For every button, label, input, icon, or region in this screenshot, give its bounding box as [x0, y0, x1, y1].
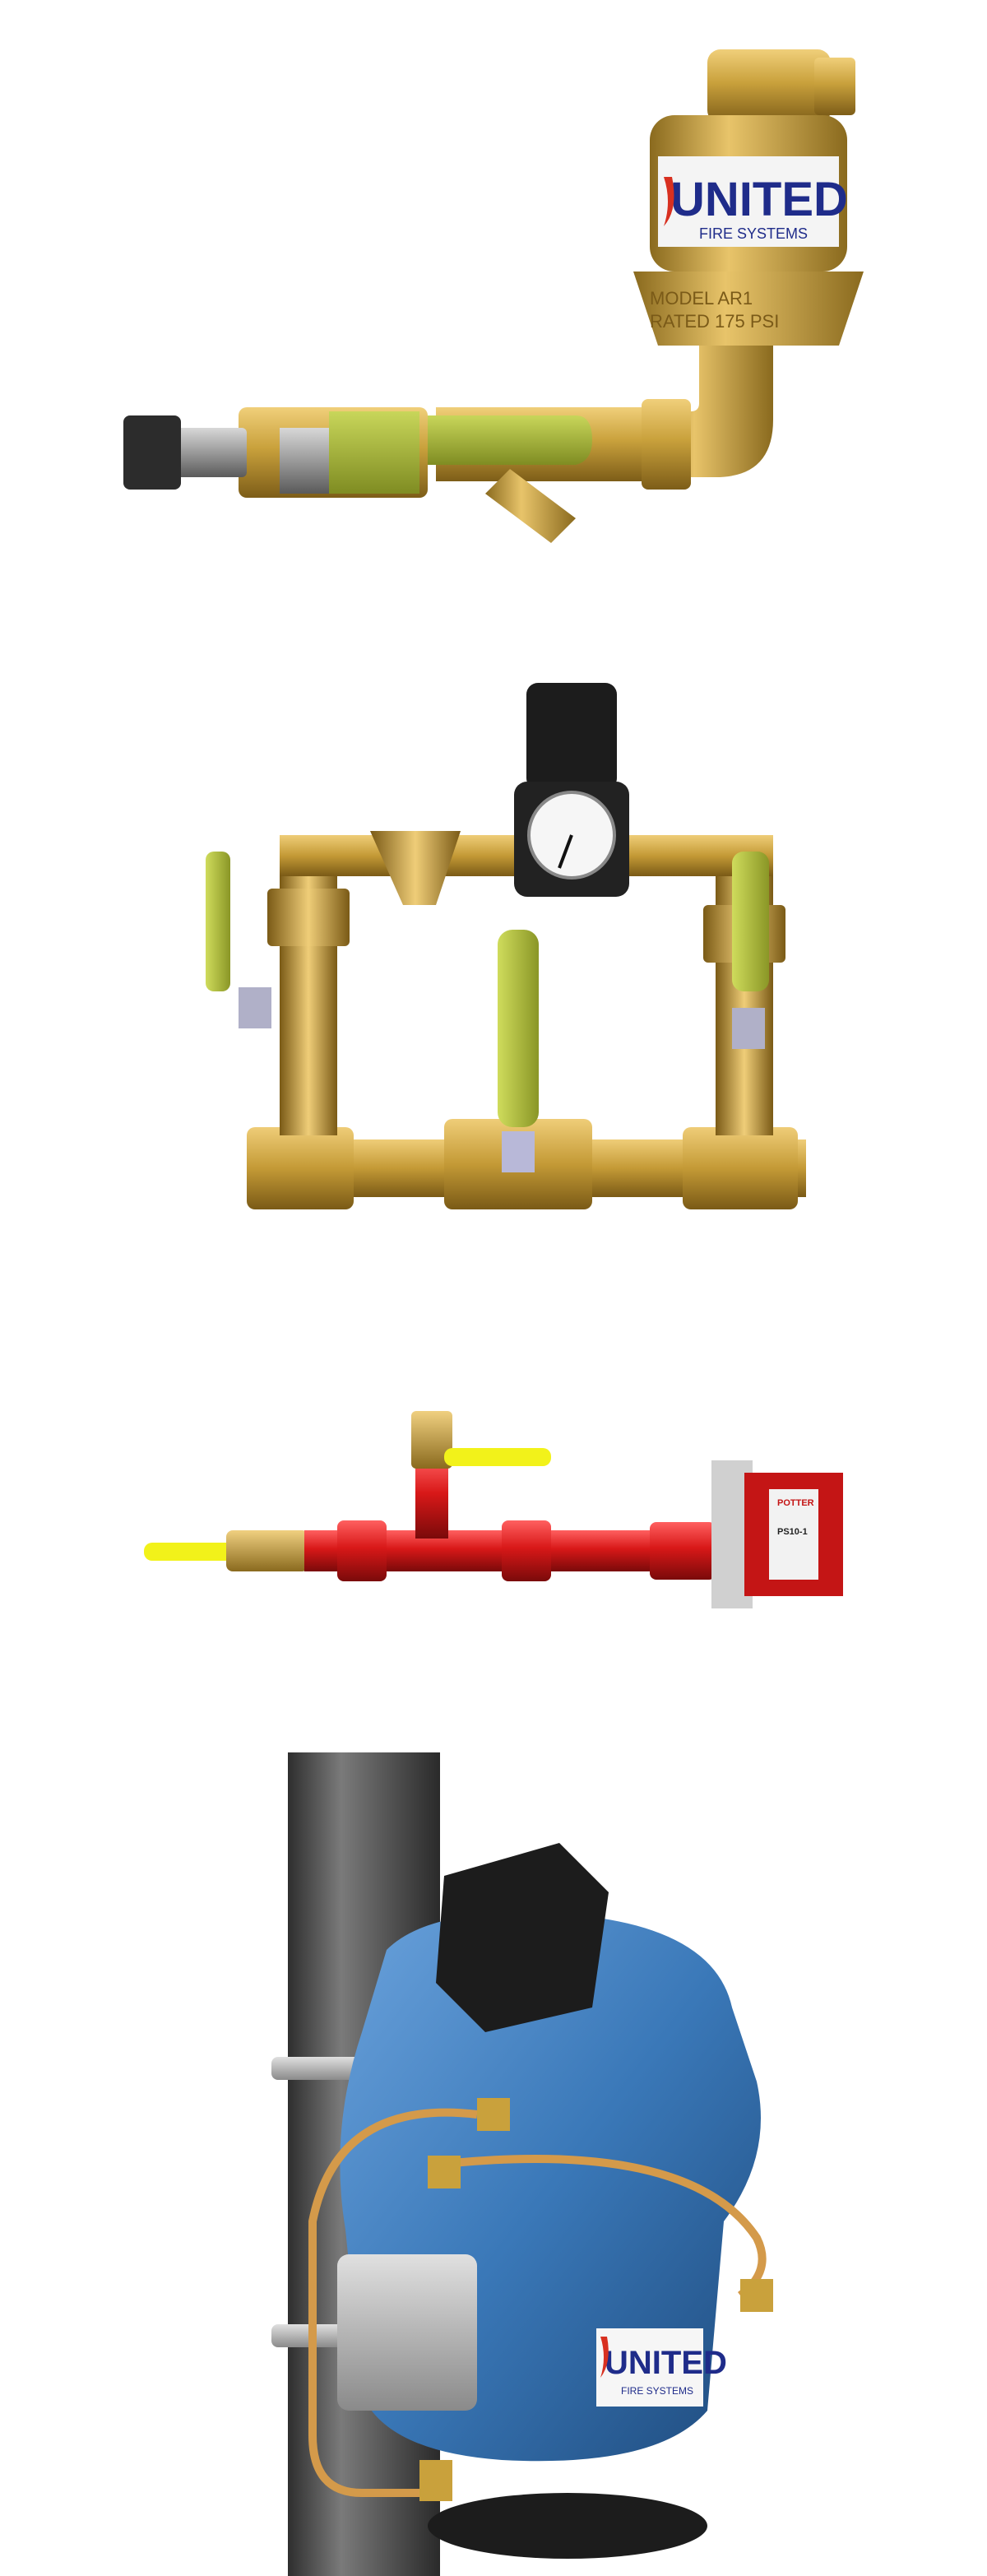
- brass-fitting-upper: [477, 2098, 510, 2131]
- united-logo-text: UNITED: [670, 173, 848, 226]
- red-coupling-mid: [502, 1520, 551, 1581]
- right-tee: [683, 1127, 798, 1209]
- blue-valve-assembly: UNITED FIRE SYSTEMS: [271, 1752, 773, 2576]
- pipe-union: [642, 399, 691, 490]
- vent-model-text: MODEL AR1: [650, 288, 753, 309]
- blue-valve-panel: UNITED FIRE SYSTEMS: [0, 1752, 987, 2576]
- right-valve-handle: [732, 852, 769, 991]
- center-valve-handle: [498, 930, 539, 1127]
- switch-label-plate: [769, 1489, 818, 1580]
- brass-fitting-right: [740, 2279, 773, 2312]
- top-yellow-handle: [444, 1448, 551, 1466]
- air-vent-assembly: UNITED FIRE SYSTEMS MODEL AR1 RATED 175 …: [123, 49, 864, 543]
- top-brass-valve: [411, 1411, 452, 1469]
- valve-green-handle: [329, 411, 419, 494]
- brass-fitting-mid: [428, 2156, 461, 2188]
- left-union: [267, 889, 350, 946]
- vent-top-nozzle: [814, 58, 855, 115]
- flame-logo-icon: [664, 177, 674, 226]
- vent-label-plate: [658, 156, 839, 247]
- gauge-needle: [558, 834, 573, 869]
- regulator-manifold: [206, 683, 806, 1209]
- vent-lower-bowl: [633, 272, 864, 346]
- regulator-manifold-panel: [0, 658, 987, 1234]
- brass-fitting-lower: [419, 2460, 452, 2501]
- switch-model-text: PS10-1: [777, 1527, 808, 1537]
- black-top-cap: [436, 1843, 609, 2032]
- valve-united-logo-subtext: FIRE SYSTEMS: [621, 2385, 693, 2397]
- left-brass-valve: [226, 1530, 308, 1571]
- left-tee: [247, 1127, 354, 1209]
- copper-tube-left: [308, 2108, 478, 2497]
- copper-tube-right: [443, 2155, 767, 2299]
- y-strainer: [370, 831, 461, 905]
- pressure-switch-panel: POTTER PS10-1: [0, 1366, 987, 1645]
- left-yellow-handle: [144, 1543, 251, 1561]
- right-valve-stem: [732, 1008, 765, 1049]
- left-valve-handle: [206, 852, 230, 991]
- valve-black-base: [428, 2493, 707, 2559]
- left-valve-stem: [239, 987, 271, 1028]
- pressure-switch-assembly: POTTER PS10-1: [144, 1411, 843, 1608]
- vent-top-elbow: [707, 49, 831, 123]
- regulator-knob: [526, 683, 617, 790]
- center-valve-stem: [502, 1131, 535, 1172]
- red-coupling-right: [650, 1522, 716, 1580]
- strainer-green-sleeve: [411, 415, 592, 465]
- switch-brand-text: POTTER: [777, 1498, 814, 1508]
- vent-rated-text: RATED 175 PSI: [650, 311, 779, 332]
- united-logo-subtext: FIRE SYSTEMS: [699, 225, 808, 242]
- hose-black-end: [123, 415, 181, 490]
- air-vent-assembly-panel: UNITED FIRE SYSTEMS MODEL AR1 RATED 175 …: [0, 0, 987, 592]
- actuator-silver-box: [337, 2254, 477, 2411]
- strainer-leg: [485, 469, 576, 543]
- valve-logo-plate: [596, 2328, 703, 2407]
- valve-united-logo-text: UNITED: [605, 2345, 727, 2381]
- valve-flame-logo-icon: [600, 2337, 609, 2378]
- red-riser: [415, 1456, 448, 1539]
- red-coupling-left: [337, 1520, 387, 1581]
